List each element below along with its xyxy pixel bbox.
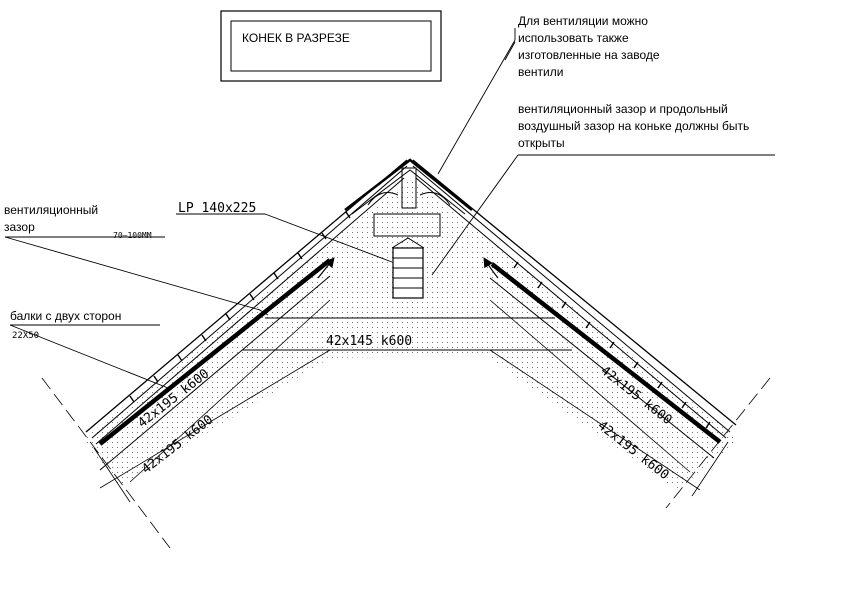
- insulation-fill: [82, 178, 740, 490]
- left-roof-layers: [41, 159, 408, 549]
- note-vent-dimension: 70–100ММ: [113, 231, 152, 240]
- shingle-ticks: [129, 211, 711, 429]
- note-gap-line3: открыты: [518, 136, 565, 150]
- note-valves-line2: использовать также: [518, 31, 629, 45]
- note-lp-beam: LP 140x225: [178, 201, 256, 216]
- dimension-collar: 42x145 k600: [326, 334, 412, 349]
- note-joists: балки с двух сторон: [10, 309, 121, 323]
- note-vent-line2: зазор: [4, 220, 35, 234]
- note-vent-line1: вентиляционный: [4, 203, 98, 217]
- note-joists-dimension: 22X50: [12, 331, 39, 341]
- note-valves-line3: изготовленные на заводе: [518, 48, 660, 62]
- right-roof-layers: [412, 159, 771, 509]
- note-gap-line1: вентиляционный зазор и продольный: [518, 102, 728, 116]
- leader-lines: [4, 28, 775, 389]
- lp-ridge-beam: [392, 247, 424, 299]
- note-gap-line2: воздушный зазор на коньке должны быть: [518, 119, 749, 133]
- airflow-arrows: [317, 257, 499, 279]
- note-valves-line1: Для вентиляции можно: [518, 14, 648, 28]
- drawing-title: КОНЕК В РАЗРЕЗЕ: [242, 31, 350, 45]
- note-valves-line4: вентили: [518, 65, 563, 79]
- ridge-cap: [344, 158, 473, 249]
- collar-beam: [242, 317, 572, 351]
- title-frame: [220, 10, 442, 82]
